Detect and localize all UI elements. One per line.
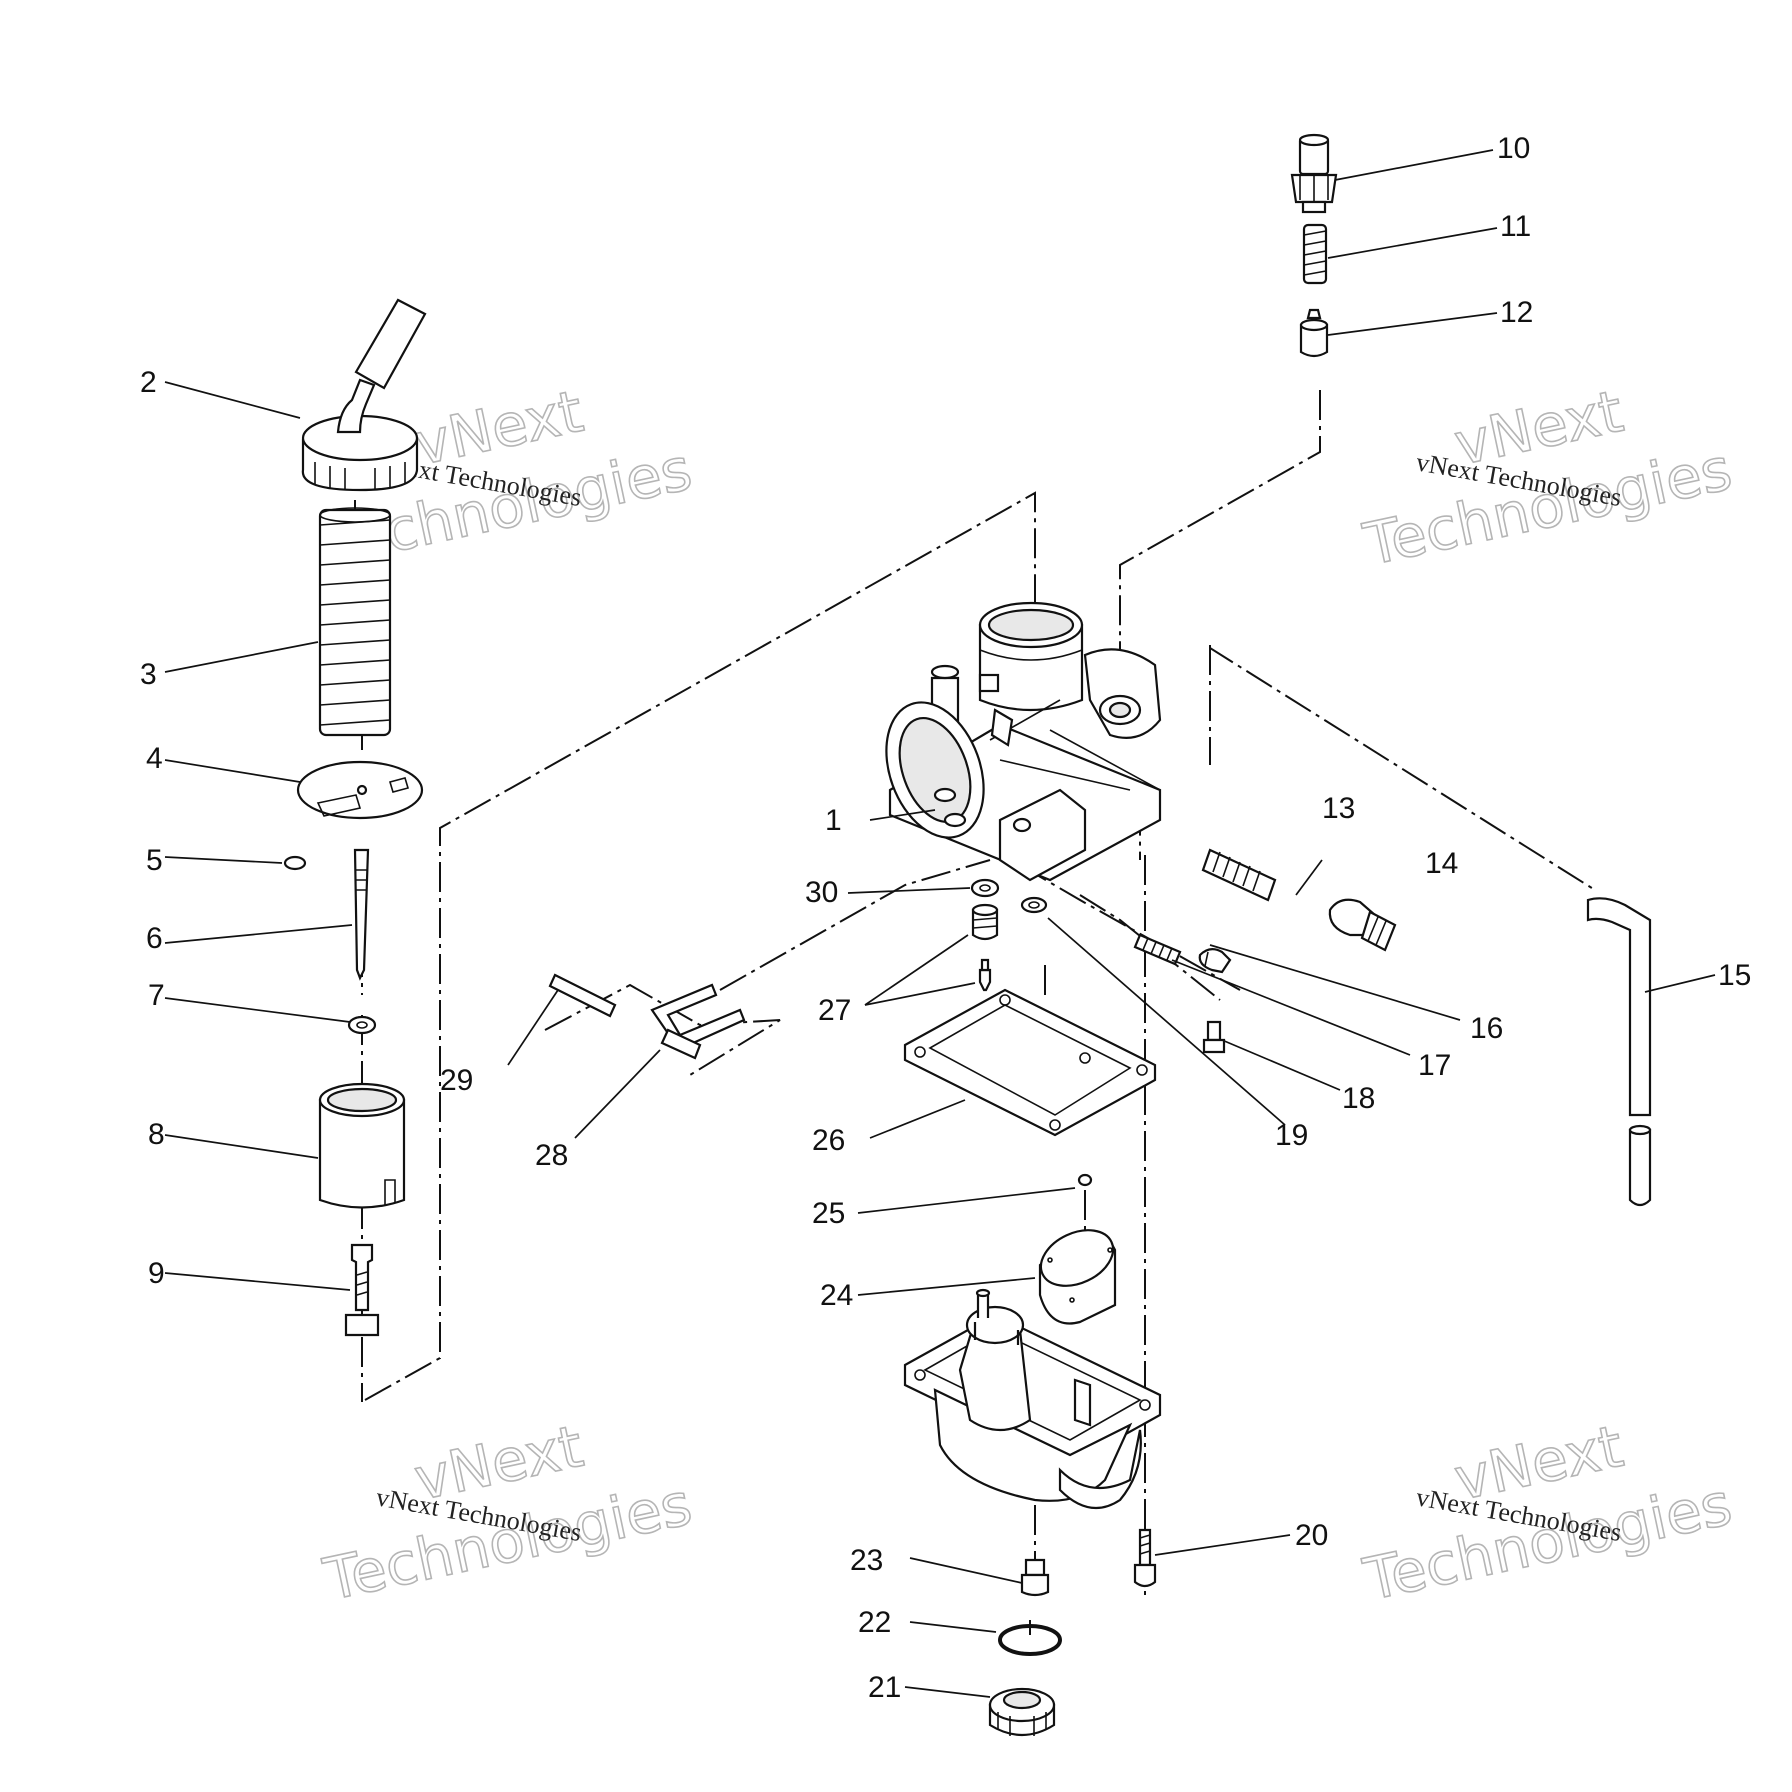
callout-14: 14 (1425, 847, 1458, 880)
callout-19: 19 (1275, 1119, 1308, 1152)
part-3-spring (318, 507, 392, 737)
part-2-carburetor-cap (301, 298, 427, 492)
part-22-o-ring (998, 1624, 1062, 1656)
callout-24: 24 (820, 1279, 853, 1312)
part-6-jet-needle (353, 848, 370, 981)
leader-lines (164, 149, 1716, 1698)
part-4-needle-retainer-plate (296, 760, 424, 820)
part-21-drain-plug (988, 1687, 1056, 1736)
watermark-top-right: vNext Technologies vNext Technologies (1357, 376, 1738, 580)
callout-15: 15 (1718, 959, 1751, 992)
part-25-check-ball (1077, 1173, 1093, 1187)
part-9-needle-jet (344, 1243, 380, 1337)
callout-26: 26 (812, 1124, 845, 1157)
callout-13: 13 (1322, 792, 1355, 825)
part-24-float (1038, 1229, 1117, 1325)
part-19-washer (1020, 896, 1048, 914)
part-29-float-pin (548, 973, 617, 1018)
part-26-gasket (903, 988, 1157, 1137)
part-12-plunger (1299, 308, 1329, 358)
part-11-spring (1302, 223, 1328, 285)
callout-5: 5 (146, 844, 163, 877)
part-27-needle-valve (971, 903, 999, 992)
callout-6: 6 (146, 922, 163, 955)
part-13-spring (1201, 848, 1277, 902)
part-16-air-screw (1198, 948, 1232, 974)
part-15-fuel-hose (1586, 897, 1652, 1207)
callout-20: 20 (1295, 1519, 1328, 1552)
callout-23: 23 (850, 1544, 883, 1577)
part-7-washer (347, 1015, 377, 1035)
callout-22: 22 (858, 1606, 891, 1639)
callout-16: 16 (1470, 1012, 1503, 1045)
callout-10: 10 (1497, 132, 1530, 165)
callout-21: 21 (868, 1671, 901, 1704)
callout-30: 30 (805, 876, 838, 909)
callout-8: 8 (148, 1118, 165, 1151)
callout-3: 3 (140, 658, 157, 691)
part-30-washer (970, 878, 1000, 898)
callout-28: 28 (535, 1139, 568, 1172)
watermark-bottom-right: vNext Technologies vNext Technologies (1357, 1411, 1738, 1615)
part-5-e-clip (283, 855, 307, 871)
callout-11: 11 (1500, 210, 1531, 243)
callout-2: 2 (140, 366, 157, 399)
part-20-bowl-screw (1133, 1528, 1157, 1588)
part-28-float-arm (650, 983, 746, 1060)
part-17-spring (1133, 933, 1182, 966)
callout-27: 27 (818, 994, 851, 1027)
callout-29: 29 (440, 1064, 473, 1097)
callout-7: 7 (148, 979, 165, 1012)
callout-labels: 2 3 4 5 6 7 8 9 10 11 12 1 30 27 29 28 2… (140, 132, 1751, 1704)
callout-9: 9 (148, 1257, 165, 1290)
part-10-adjuster-fitting (1290, 133, 1338, 214)
part-23-main-jet (1020, 1558, 1050, 1597)
callout-25: 25 (812, 1197, 845, 1230)
part-14-idle-screw (1328, 898, 1397, 952)
callout-18: 18 (1342, 1082, 1375, 1115)
callout-1: 1 (825, 804, 842, 837)
float-bowl (903, 1288, 1162, 1510)
watermark-bottom-left: vNext Technologies vNext Technologies (317, 1411, 698, 1615)
callout-17: 17 (1418, 1049, 1451, 1082)
part-18-pilot-jet (1202, 1020, 1226, 1054)
part-8-throttle-slide (318, 1082, 406, 1209)
part-1-carburetor-body (885, 601, 1162, 882)
callout-4: 4 (146, 742, 163, 775)
callout-12: 12 (1500, 296, 1533, 329)
